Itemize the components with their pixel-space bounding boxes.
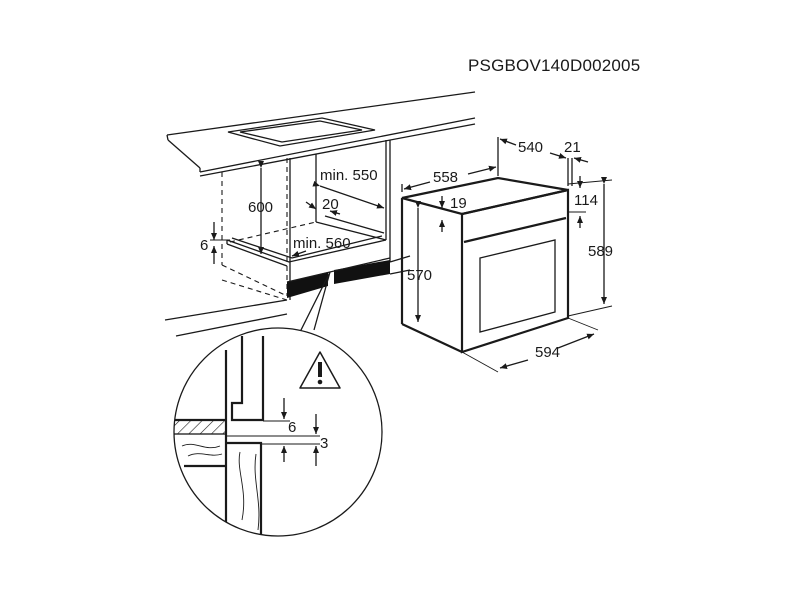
cabinet-opening [221, 140, 391, 300]
oven [400, 176, 570, 354]
svg-text:19: 19 [450, 195, 467, 212]
dim-cabinet-depth: min. 550 [312, 167, 385, 209]
plinth [164, 255, 411, 337]
svg-text:594: 594 [535, 344, 560, 361]
svg-text:3: 3 [320, 435, 328, 452]
svg-text:min. 560: min. 560 [293, 235, 351, 252]
countertop [166, 91, 476, 177]
warning-icon [299, 351, 341, 389]
dim-oven-depth-body: 540 [497, 137, 567, 176]
dim-oven-front-height: 589 [567, 177, 613, 317]
svg-text:21: 21 [564, 139, 581, 156]
dim-oven-depth-total: 558 [401, 165, 497, 192]
svg-text:570: 570 [407, 267, 432, 284]
svg-text:558: 558 [433, 169, 458, 186]
dim-cabinet-height: 600 [248, 161, 273, 254]
svg-text:600: 600 [248, 199, 273, 216]
svg-text:589: 589 [588, 243, 613, 260]
product-code: PSGBOV140D002005 [468, 56, 641, 75]
detail-magnifier: 6 3 [173, 327, 383, 537]
svg-text:20: 20 [322, 196, 339, 213]
dim-oven-front-thickness: 21 [564, 139, 589, 186]
dim-shelf-offset: 6 [200, 222, 230, 264]
svg-text:540: 540 [518, 139, 543, 156]
svg-text:6: 6 [200, 237, 208, 254]
dim-oven-body-height: 570 [407, 201, 432, 322]
dim-oven-top-offset: 19 [439, 195, 467, 232]
dim-cabinet-width: min. 560 [291, 235, 351, 257]
dim-cabinet-gap: 20 [305, 196, 341, 216]
svg-text:min. 550: min. 550 [320, 167, 378, 184]
hob [227, 117, 376, 147]
svg-text:6: 6 [288, 419, 296, 436]
dim-oven-front-width: 594 [461, 317, 599, 373]
dim-oven-panel-height: 114 [568, 176, 598, 228]
svg-text:114: 114 [574, 192, 598, 209]
